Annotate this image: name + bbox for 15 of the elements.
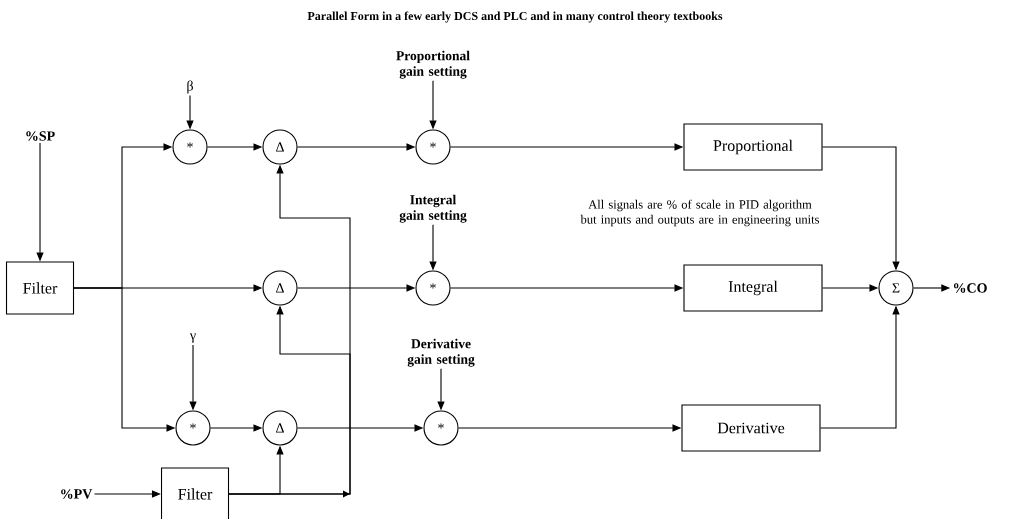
filter-box: Filter (160, 467, 230, 519)
parameter-label: γ (189, 333, 196, 343)
signal-label: %CO (953, 283, 987, 293)
signal-label: %PV (61, 489, 93, 499)
gain-label: Proportional gain setting (396, 50, 470, 79)
signal-label: %SP (26, 131, 55, 141)
gain-label: Derivative gain setting (407, 338, 475, 367)
function-box: Derivative (681, 404, 821, 452)
title: Parallel Form in a few early DCS and PLC and in many control theory textbooks (307, 11, 723, 23)
parameter-label: β (187, 80, 193, 94)
note: All signals are % of scale in PID algorithm but inputs and outputs are in engineering units (580, 199, 819, 227)
function-box: Proportional (683, 123, 823, 171)
gain-label: Integral gain setting (399, 194, 467, 223)
function-box: Integral (683, 264, 823, 312)
filter-box: Filter (5, 261, 75, 315)
